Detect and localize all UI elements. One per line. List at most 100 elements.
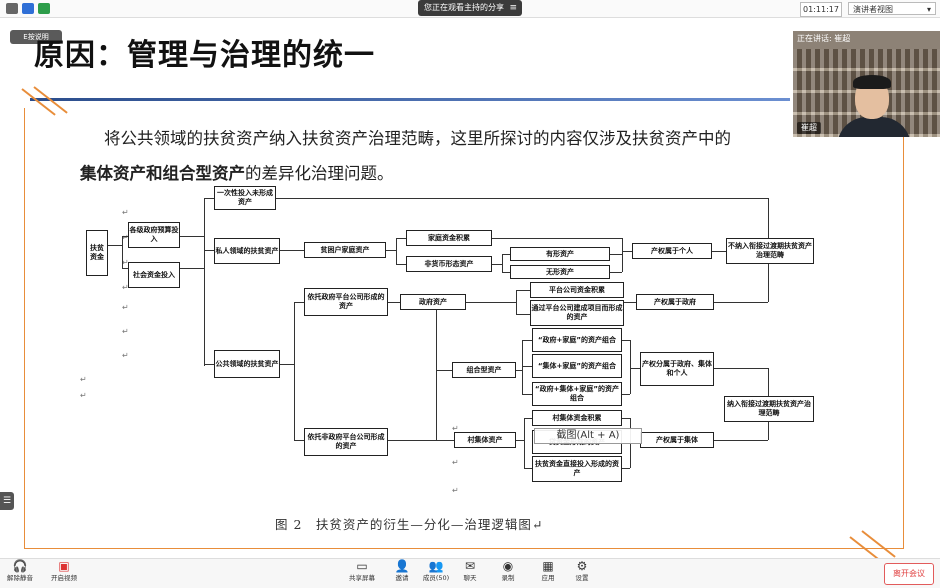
box-public-domain: 公共领域的扶贫资产	[214, 350, 280, 378]
connector-line	[180, 236, 204, 237]
box-one-time: 一次性投入未形成资产	[214, 186, 276, 210]
return-mark: ↵	[122, 258, 129, 267]
return-mark: ↵	[452, 486, 459, 495]
box-root: 扶贫资金	[86, 230, 108, 276]
connector-line	[436, 310, 437, 440]
connector-line	[522, 394, 532, 395]
connector-line	[714, 440, 768, 441]
connector-line	[524, 418, 525, 468]
recording-label[interactable]: E按说明	[10, 30, 62, 44]
connector-line	[466, 302, 516, 303]
speaker-view-button[interactable]: 演讲者视图 ▾	[848, 2, 936, 15]
record-button[interactable]: ◉ 录制	[488, 559, 528, 583]
return-mark: ↵	[122, 233, 129, 242]
connector-line	[522, 340, 532, 341]
connector-line	[294, 302, 304, 303]
connector-line	[502, 254, 510, 255]
return-mark: ↵	[122, 283, 129, 292]
connector-line	[622, 340, 630, 341]
connector-line	[396, 264, 406, 265]
box-combo-all: “政府+集体+家庭”的资产组合	[532, 382, 622, 406]
paragraph-bold: 集体资产和组合型资产	[80, 164, 245, 183]
box-non-platform: 依托非政府平台公司形成的资产	[304, 428, 388, 456]
connector-line	[492, 264, 502, 265]
connector-line	[280, 250, 304, 251]
audio-label: 解除静音	[7, 574, 33, 582]
connector-line	[280, 364, 294, 365]
box-village-capital: 村集体资金积累	[532, 410, 622, 426]
box-property-collective: 产权属于集体	[640, 432, 714, 448]
members-label: 成员(50)	[422, 574, 450, 582]
shield-icon	[22, 3, 34, 14]
connector-line	[108, 245, 122, 246]
connector-line	[516, 290, 517, 314]
connector-line	[516, 314, 530, 315]
box-direct-invest: 扶贫资金直接投入形成的资产	[532, 456, 622, 482]
connector-line	[294, 440, 304, 441]
connector-line	[276, 198, 768, 199]
box-tangible: 有形资产	[510, 247, 610, 261]
connector-line	[714, 368, 768, 369]
screenshot-hint-tooltip[interactable]: 截图(Alt + A)	[534, 428, 642, 444]
box-platform-capital: 平台公司资金积累	[530, 282, 624, 298]
leave-meeting-button[interactable]: 离开会议	[884, 563, 934, 585]
settings-button[interactable]: ⚙ 设置	[562, 559, 602, 583]
connector-line	[396, 238, 406, 239]
return-mark: ↵	[122, 303, 129, 312]
return-mark: ↵	[452, 424, 459, 433]
chat-icon: ✉	[464, 559, 476, 573]
connector-line	[622, 418, 630, 419]
apps-label: 应用	[541, 574, 555, 582]
chat-button[interactable]: ✉ 聊天	[450, 559, 490, 583]
figure-caption: 图 2 扶贫资产的衍生—分化—治理逻辑图↵	[275, 517, 544, 532]
box-gov-asset: 政府资产	[400, 294, 466, 310]
invite-icon: 👤	[394, 559, 410, 573]
side-panel-toggle[interactable]: ☰	[0, 492, 14, 510]
video-button[interactable]: ▣ 开启视频	[44, 559, 84, 583]
return-mark: ↵	[122, 208, 129, 217]
box-property-split: 产权分属于政府、集体和个人	[640, 352, 714, 386]
members-button[interactable]: 👥 成员(50)	[416, 559, 456, 583]
box-platform-project: 通过平台公司建成项目而形成的资产	[530, 300, 624, 326]
connector-line	[622, 394, 630, 395]
connector-line	[516, 440, 524, 441]
connector-line	[122, 236, 128, 237]
invite-button[interactable]: 👤 邀请	[382, 559, 422, 583]
box-social-funds: 社会资金投入	[128, 262, 180, 288]
connector-line	[388, 440, 454, 441]
share-menu-icon[interactable]: ≡	[509, 3, 517, 13]
box-platform-gov: 依托政府平台公司形成的资产	[304, 288, 388, 316]
slide-title: 原因：管理与治理的统一	[34, 38, 375, 73]
share-screen-icon: ▭	[356, 559, 368, 573]
speaker-video[interactable]: 正在讲话: 崔超 崔超	[793, 31, 940, 137]
connector-line	[712, 251, 726, 252]
video-label: 开启视频	[51, 574, 77, 582]
members-icon: 👥	[428, 559, 444, 573]
box-property-individual: 产权属于个人	[632, 243, 712, 259]
headset-icon: 🎧	[12, 559, 28, 573]
connector-line	[622, 238, 623, 272]
apps-button[interactable]: ▦ 应用	[528, 559, 568, 583]
gear-icon: ⚙	[576, 559, 588, 573]
connector-line	[630, 340, 631, 394]
chevron-down-icon: ▾	[926, 5, 931, 14]
share-indicator[interactable]: 您正在观看主持的分享 ≡	[418, 0, 522, 16]
audio-button[interactable]: 🎧 解除静音	[0, 559, 40, 583]
connector-line	[524, 468, 532, 469]
connector-line	[396, 238, 397, 264]
connector-line	[204, 198, 214, 199]
box-gov-budget: 各级政府预算投入	[128, 222, 180, 248]
paragraph-line-1: 将公共领域的扶贫资产纳入扶贫资产治理范畴，这里所探讨的内容仅涉及扶贫资产中的	[104, 129, 731, 148]
speaker-hair	[853, 75, 891, 89]
connector-line	[622, 468, 630, 469]
box-not-included: 不纳入衔接过渡期扶贫资产治理范畴	[726, 238, 814, 264]
paragraph-line-2: 集体资产和组合型资产的差异化治理问题。	[80, 160, 394, 184]
box-included: 纳入衔接过渡期扶贫资产治理范畴	[724, 396, 814, 422]
connector-line	[516, 370, 522, 371]
settings-label: 设置	[575, 574, 589, 582]
connector-line	[522, 340, 523, 394]
record-icon: ◉	[502, 559, 514, 573]
meeting-timer: 01:11:17	[800, 2, 842, 17]
share-screen-button[interactable]: ▭ 共享屏幕	[342, 559, 382, 583]
apps-icon: ▦	[542, 559, 554, 573]
